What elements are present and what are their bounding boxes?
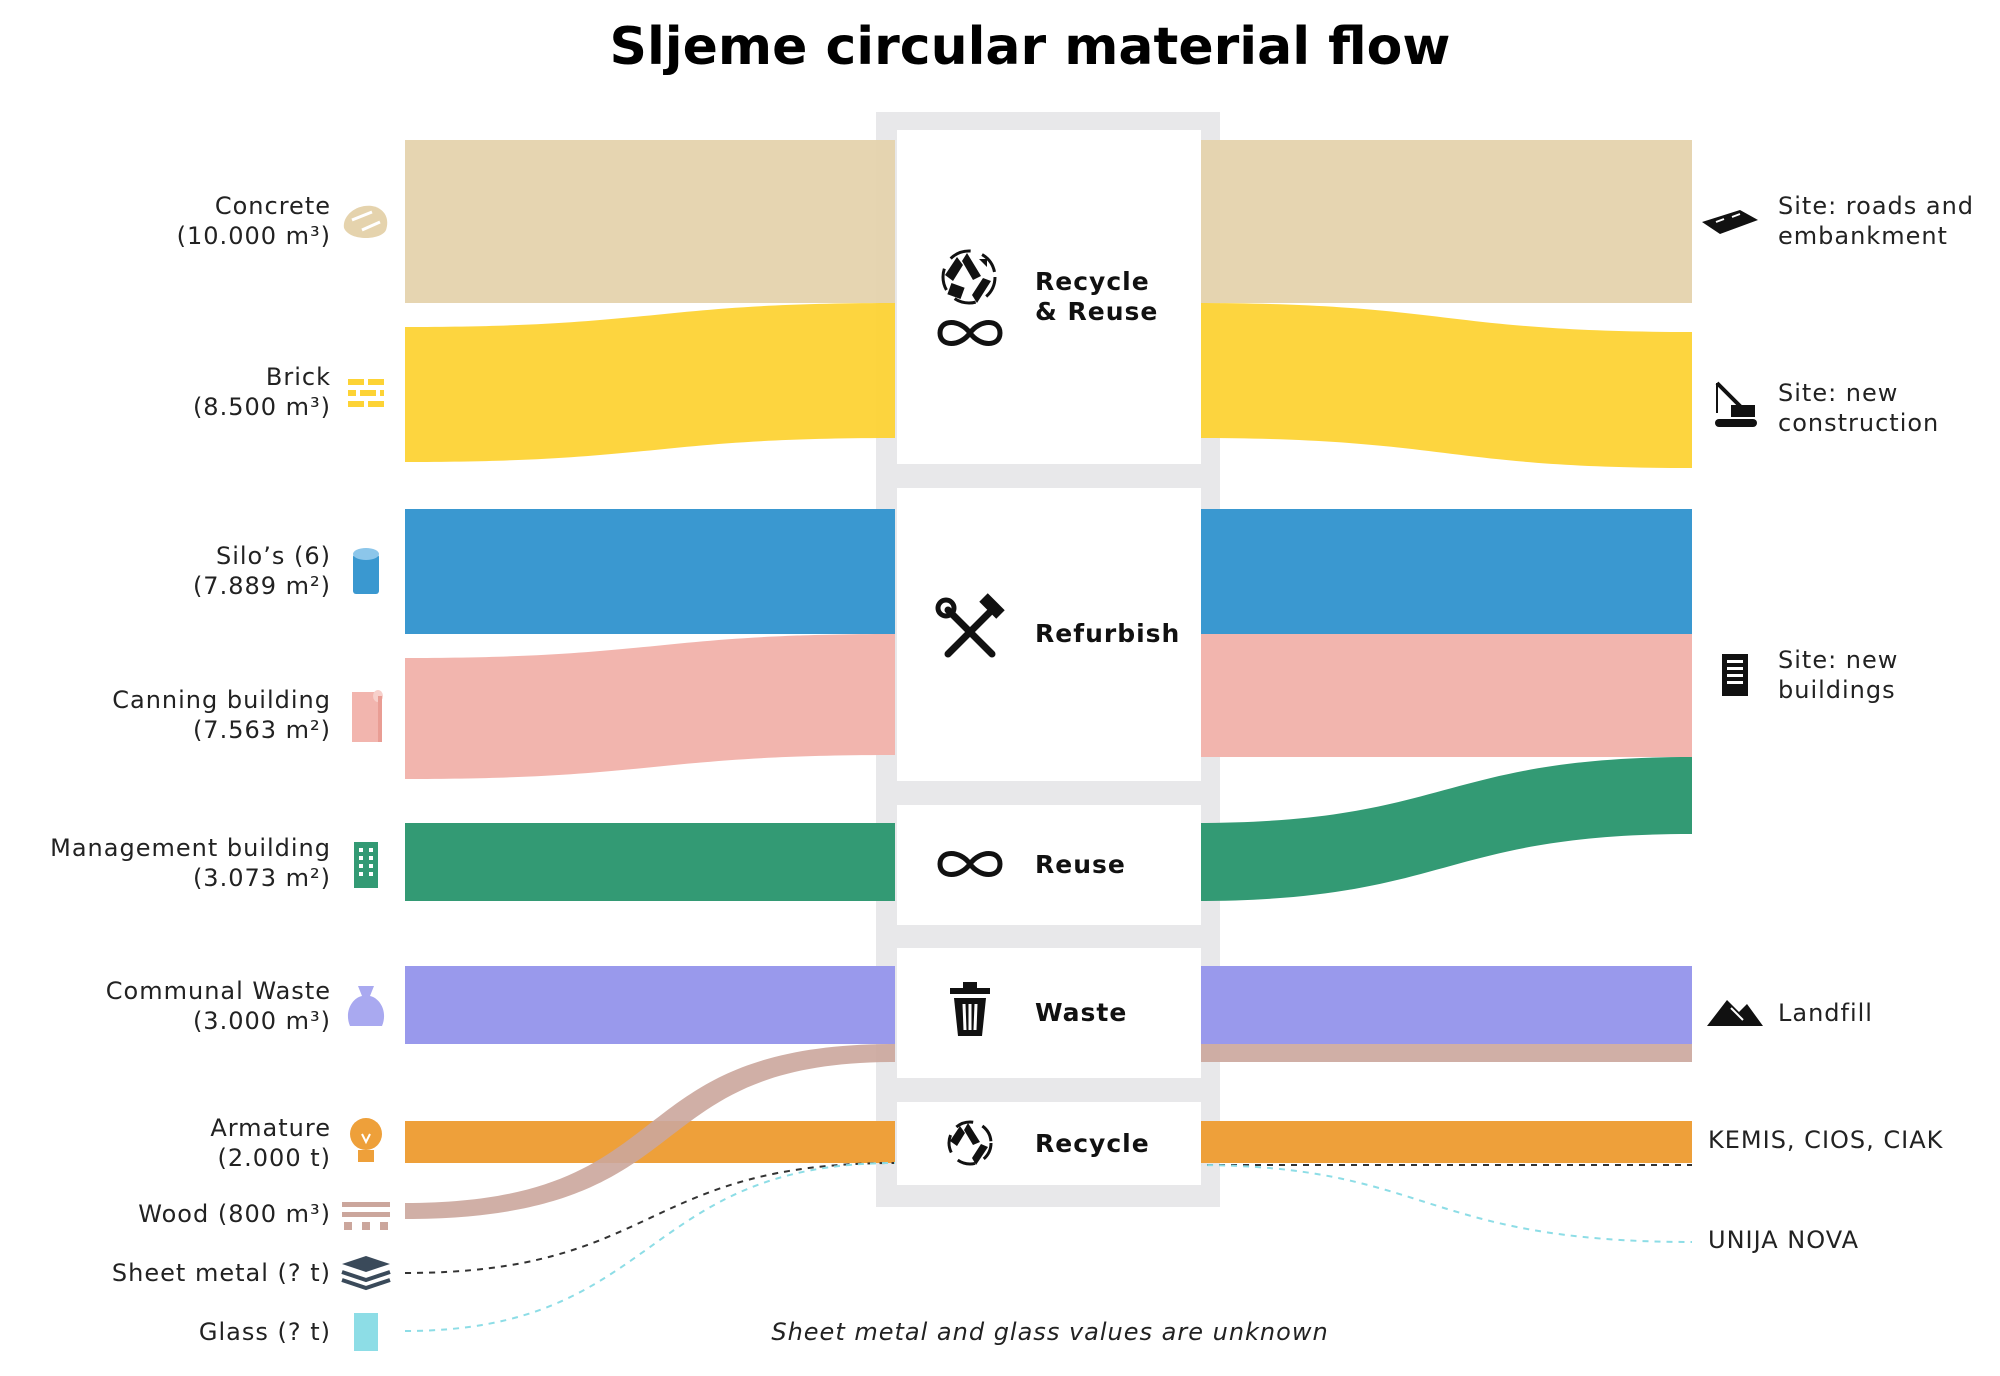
destination-label-line1: Site: new [1778,379,1898,407]
process-label-line1: Recycle [1035,267,1150,296]
source-label-line1: Brick [266,363,331,391]
source-label-line2: (10.000 m³) [177,222,331,250]
flow-canning-in [405,634,895,779]
concrete-block-icon [343,205,388,238]
office-building-icon [354,842,378,888]
source-label-line1: Armature [210,1114,331,1142]
flow-brick-in [405,303,895,462]
flow-concrete-out [1195,140,1692,303]
recycle-icon [947,1120,993,1166]
source-label: Glass (? t) [199,1318,331,1346]
sheet-metal-icon [341,1256,391,1291]
pallet-icon [342,1202,390,1230]
flow-concrete-in [405,140,895,303]
flow-glass-out [1194,1164,1693,1243]
destination-label-line2: buildings [1778,676,1896,704]
canning-building-icon [352,690,383,742]
process-refurbish: Refurbish [897,488,1201,781]
brick-icon [348,379,384,407]
flow-silos-out [1195,509,1692,634]
source-label-line2: (7.889 m²) [193,572,331,600]
destination-label: Landfill [1778,999,1873,1027]
process-label: Refurbish [1035,619,1180,648]
destination-label: KEMIS, CIOS, CIAK [1708,1126,1944,1154]
garbage-bag-icon [347,986,385,1026]
process-reuse: Reuse [897,805,1201,925]
source-label: Sheet metal (? t) [112,1259,331,1287]
flow-communal-in [405,966,895,1044]
road-icon [1702,210,1758,234]
source-label-line1: Communal Waste [106,977,331,1005]
source-label-line2: (7.563 m²) [193,716,331,744]
destination-label-line2: embankment [1778,222,1948,250]
destination-label-line1: Site: roads and [1778,192,1974,220]
flow-wood-in [405,1044,895,1219]
light-bulb-icon [350,1118,382,1162]
trash-can-icon [950,982,990,1036]
source-label-line2: (3.073 m²) [193,864,331,892]
flows-right [1194,140,1693,1243]
hammer-wrench-icon [935,593,1005,658]
flows-left [404,140,896,1332]
flow-wood-out [1195,1044,1692,1062]
flow-brick-out [1195,303,1692,468]
silo-icon [353,548,379,594]
source-label-line1: Silo’s (6) [216,542,331,570]
process-label-line2: & Reuse [1035,297,1158,326]
process-recycle: Recycle [897,1102,1201,1185]
destination-icons [1702,210,1763,1026]
flow-glass-in [404,1162,896,1332]
flow-canning-out [1195,634,1692,757]
source-label-line1: Concrete [215,192,331,220]
diagram-title: Sljeme circular material flow [610,17,1451,77]
source-label-line1: Management building [50,834,331,862]
footnote: Sheet metal and glass values are unknown [771,1318,1328,1346]
source-label-line1: Canning building [112,686,331,714]
infinity-icon [937,851,1003,877]
flow-silos-in [405,509,895,634]
destination-label: UNIJA NOVA [1708,1226,1859,1254]
recycle-icon [941,249,997,305]
destination-labels: Site: roads and embankment Site: new con… [1708,192,1974,1254]
crane-icon [1715,381,1757,427]
process-label: Waste [1035,998,1127,1027]
building-icon [1722,654,1748,696]
flow-armature-out [1195,1121,1692,1163]
process-label: Reuse [1035,850,1126,879]
source-label-line2: (8.500 m³) [193,393,331,421]
flow-communal-out [1195,966,1692,1044]
destination-label-line1: Site: new [1778,646,1898,674]
glass-pane-icon [354,1313,378,1351]
source-label-line2: (3.000 m³) [193,1007,331,1035]
flow-management-out [1195,757,1692,901]
source-labels: Concrete (10.000 m³) Brick (8.500 m³) Si… [50,192,331,1346]
flow-sheetmetal-in [404,1162,896,1274]
source-label: Wood (800 m³) [138,1200,331,1228]
process-waste: Waste [897,948,1201,1078]
source-icons [341,205,391,1351]
flow-management-in [405,823,895,901]
process-nodes: Recycle & Reuse Refurbish Reuse [897,130,1201,1185]
infinity-icon [937,320,1003,346]
source-label-line2: (2.000 t) [218,1144,331,1172]
process-recycle-reuse: Recycle & Reuse [897,130,1201,464]
landfill-icon [1707,1000,1763,1026]
process-label: Recycle [1035,1129,1150,1158]
destination-label-line2: construction [1778,409,1939,437]
